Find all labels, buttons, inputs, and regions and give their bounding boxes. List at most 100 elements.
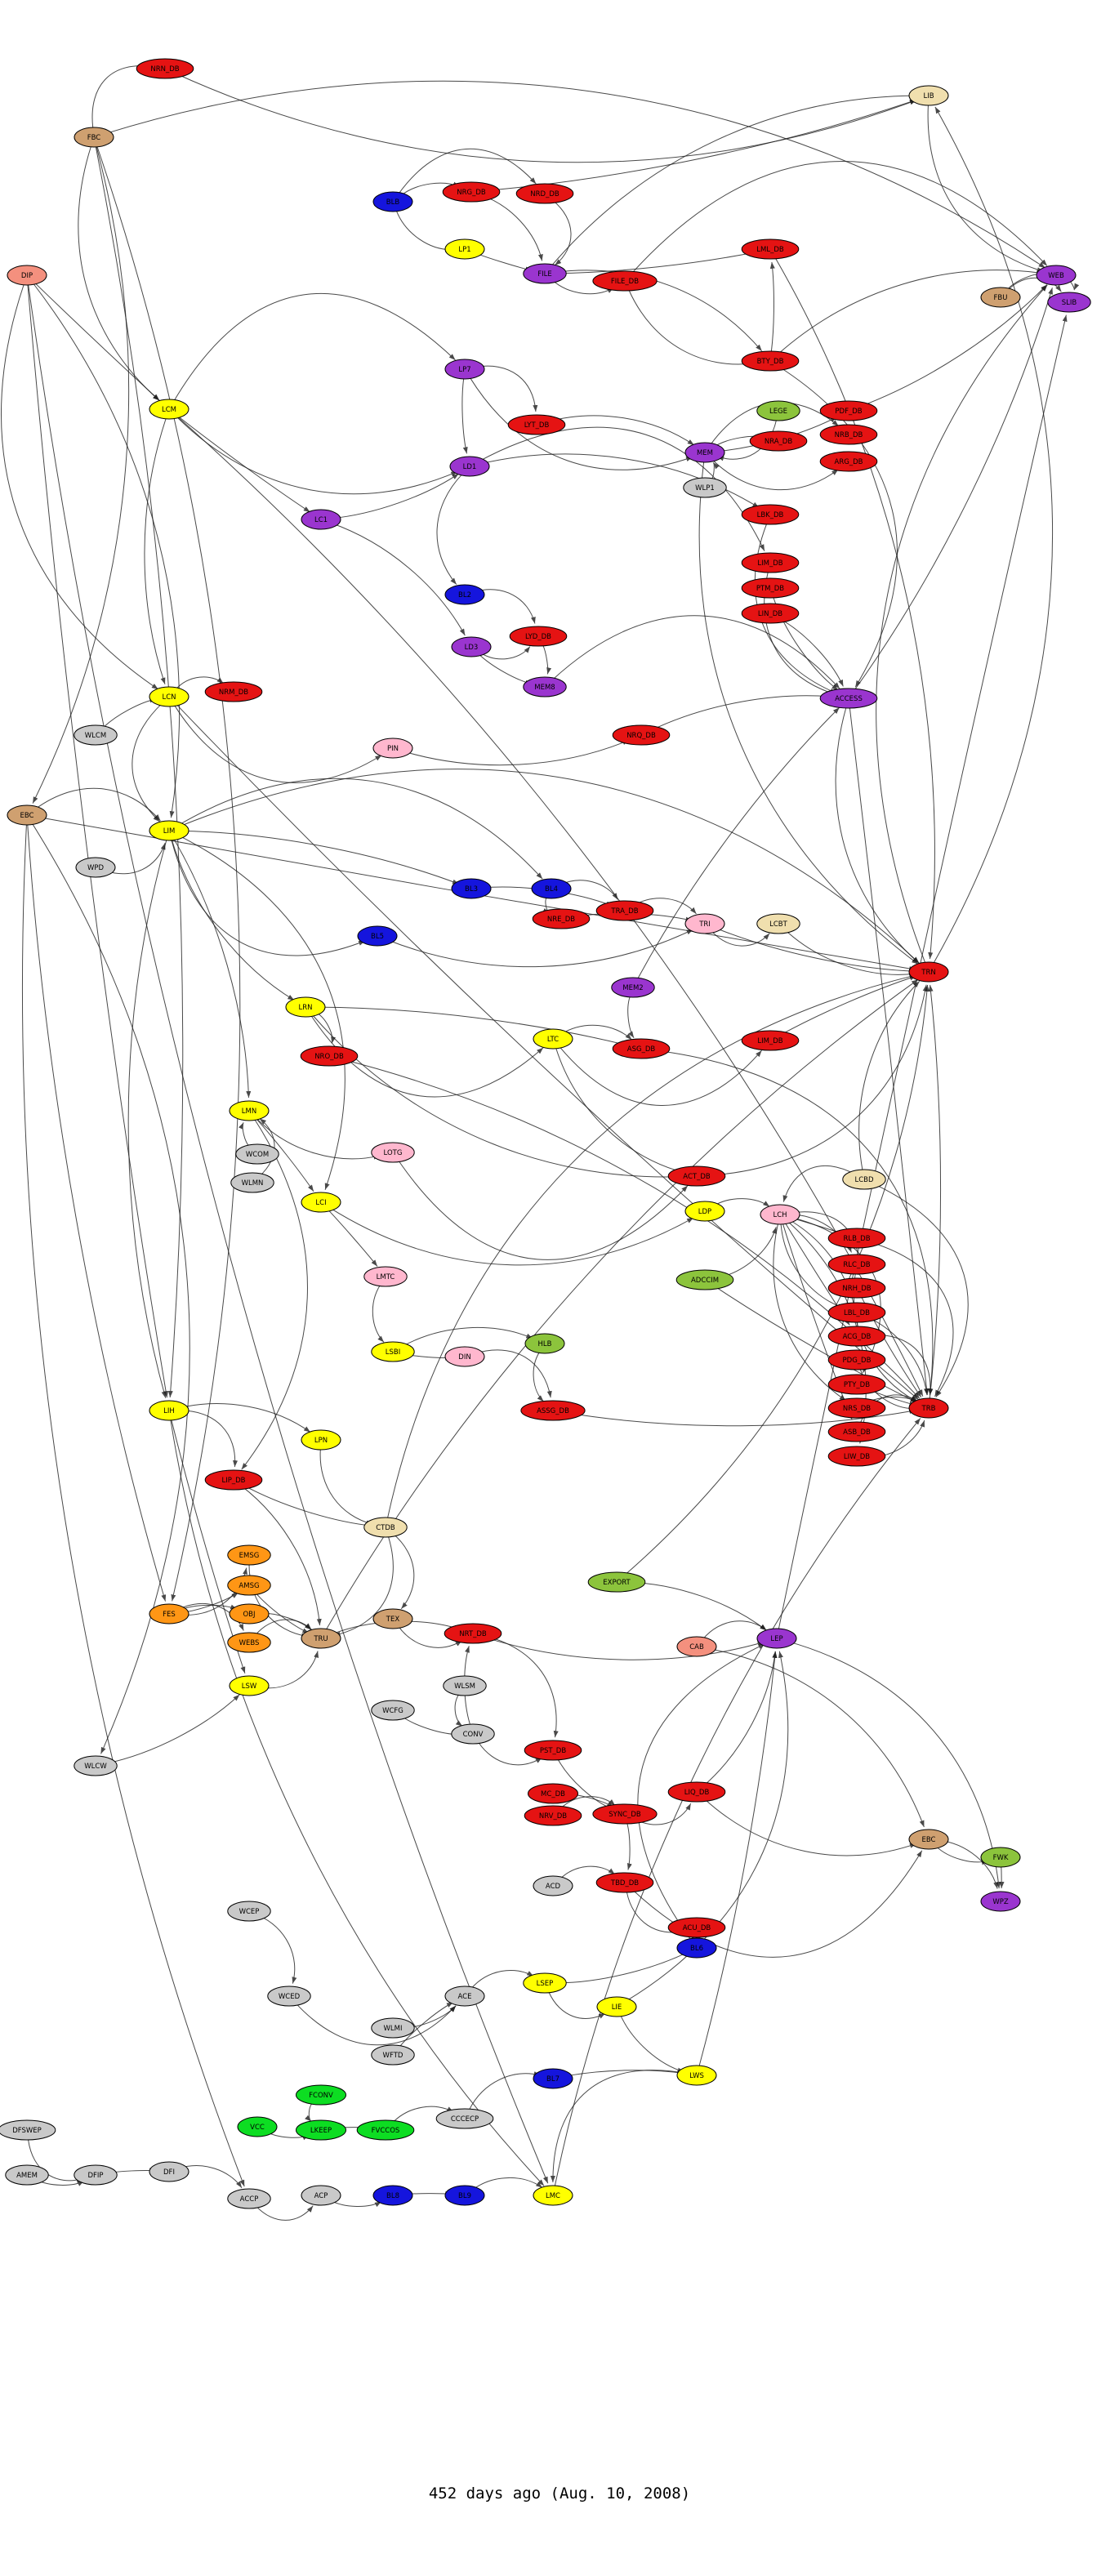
graph-node-mem2: MEM2 [611, 977, 655, 998]
node-label: LIQ_DB [684, 1789, 710, 1797]
graph-edge [711, 461, 720, 481]
node-label: LIW_DB [844, 1453, 870, 1461]
graph-node-access: ACCESS [819, 688, 878, 709]
node-shape [741, 1030, 800, 1051]
node-shape [372, 191, 413, 212]
node-label: TRB [921, 1405, 936, 1413]
node-shape [300, 1045, 359, 1067]
graph-edge [171, 840, 295, 1001]
graph-edge [778, 617, 844, 687]
node-label: LP1 [458, 246, 470, 254]
graph-node-lsep: LSEP [523, 1972, 567, 1994]
graph-edge [478, 426, 765, 551]
node-shape [0, 2119, 56, 2141]
graph-node-nrt_db: NRT_DB [444, 1623, 502, 1644]
node-label: NRV_DB [539, 1812, 567, 1821]
node-shape [827, 1326, 886, 1347]
graph-edge [555, 1048, 684, 1174]
graph-node-lc1: LC1 [301, 509, 341, 530]
node-shape [74, 724, 118, 746]
graph-edge [478, 1741, 542, 1766]
graph-edge [173, 72, 917, 163]
node-shape [684, 913, 725, 934]
node-shape [372, 1608, 413, 1629]
graph-edge [628, 289, 758, 367]
node-shape [827, 1277, 886, 1299]
node-shape [136, 58, 194, 79]
node-label: CONV [463, 1731, 484, 1739]
graph-node-nrn_db: NRN_DB [136, 58, 194, 79]
node-label: ACP [314, 2192, 328, 2200]
graph-node-tex: TEX [372, 1608, 413, 1629]
node-shape [371, 2017, 415, 2039]
node-label: ACG_DB [843, 1333, 872, 1341]
node-shape [443, 1675, 487, 1696]
graph-node-tbd_db: TBD_DB [595, 1872, 654, 1893]
graph-node-cccecp: CCCECP [435, 2108, 494, 2129]
node-shape [363, 1266, 408, 1287]
graph-node-nrm_db: NRM_DB [204, 681, 263, 702]
node-shape [667, 1917, 726, 1938]
graph-node-pdf_db: PDF_DB [819, 400, 878, 421]
graph-edge [474, 365, 538, 412]
graph-edge [713, 927, 916, 974]
graph-edge [173, 704, 382, 783]
graph-node-amsg: AMSG [227, 1575, 271, 1596]
node-label: HLB [538, 1340, 552, 1348]
node-label: FCONV [309, 2092, 333, 2100]
node-label: LIM [163, 827, 176, 836]
node-shape [149, 1400, 189, 1421]
node-label: LC1 [314, 516, 328, 524]
graph-node-mem: MEM [684, 442, 725, 463]
node-shape [611, 977, 655, 998]
graph-node-lcn: LCN [149, 686, 189, 707]
node-shape [587, 1571, 646, 1593]
node-label: LIH [163, 1407, 175, 1415]
graph-edge [554, 270, 763, 352]
node-shape [296, 2119, 346, 2141]
graph-edge [132, 702, 163, 822]
graph-edge [248, 1564, 309, 1638]
graph-node-wlmn: WLMN [230, 1172, 274, 1193]
node-label: TRA_DB [610, 907, 638, 916]
graph-edge [241, 1118, 308, 1470]
node-label: TBD_DB [610, 1879, 639, 1887]
graph-edge [933, 106, 1054, 964]
graph-node-dfi: DFI [149, 2161, 189, 2182]
graph-node-lim_db: LIM_DB [741, 1030, 800, 1051]
node-label: NRO_DB [314, 1053, 344, 1061]
graph-node-lotg: LOTG [371, 1142, 415, 1163]
graph-node-fconv: FCONV [296, 2084, 346, 2106]
graph-edge [436, 473, 464, 585]
graph-edge [703, 1798, 917, 1856]
graph-edge [782, 1223, 853, 1420]
graph-edge [562, 1409, 916, 1427]
node-shape [301, 1192, 341, 1213]
graph-node-ld3: LD3 [451, 636, 492, 657]
graph-caption: 452 days ago (Aug. 10, 2008) [428, 2485, 691, 2502]
graph-edge [637, 706, 840, 979]
node-shape [741, 603, 800, 624]
graph-node-lyt_db: LYT_DB [507, 414, 566, 435]
graph-node-ldp: LDP [684, 1201, 725, 1222]
graph-edge [542, 644, 552, 675]
graph-edge [314, 1006, 629, 1047]
node-shape [435, 2108, 494, 2129]
node-label: BTY_DB [757, 358, 784, 366]
node-shape [227, 1575, 271, 1596]
graph-edge [96, 146, 241, 1602]
graph-edge [858, 981, 921, 1170]
node-shape [595, 1872, 654, 1893]
graph-edge [372, 1284, 385, 1343]
node-label: LCH [773, 1211, 787, 1219]
graph-node-ptm_db: PTM_DB [741, 577, 800, 599]
node-label: PDF_DB [835, 408, 862, 416]
node-shape [301, 1628, 341, 1649]
node-label: LDP [698, 1208, 711, 1216]
graph-node-liw_db: LIW_DB [827, 1446, 886, 1467]
graph-edge [170, 1419, 545, 2186]
graph-node-emsg: EMSG [227, 1544, 271, 1566]
node-label: CCCECP [451, 2115, 479, 2124]
graph-edge [533, 1351, 544, 1402]
graph-edge [769, 261, 775, 352]
